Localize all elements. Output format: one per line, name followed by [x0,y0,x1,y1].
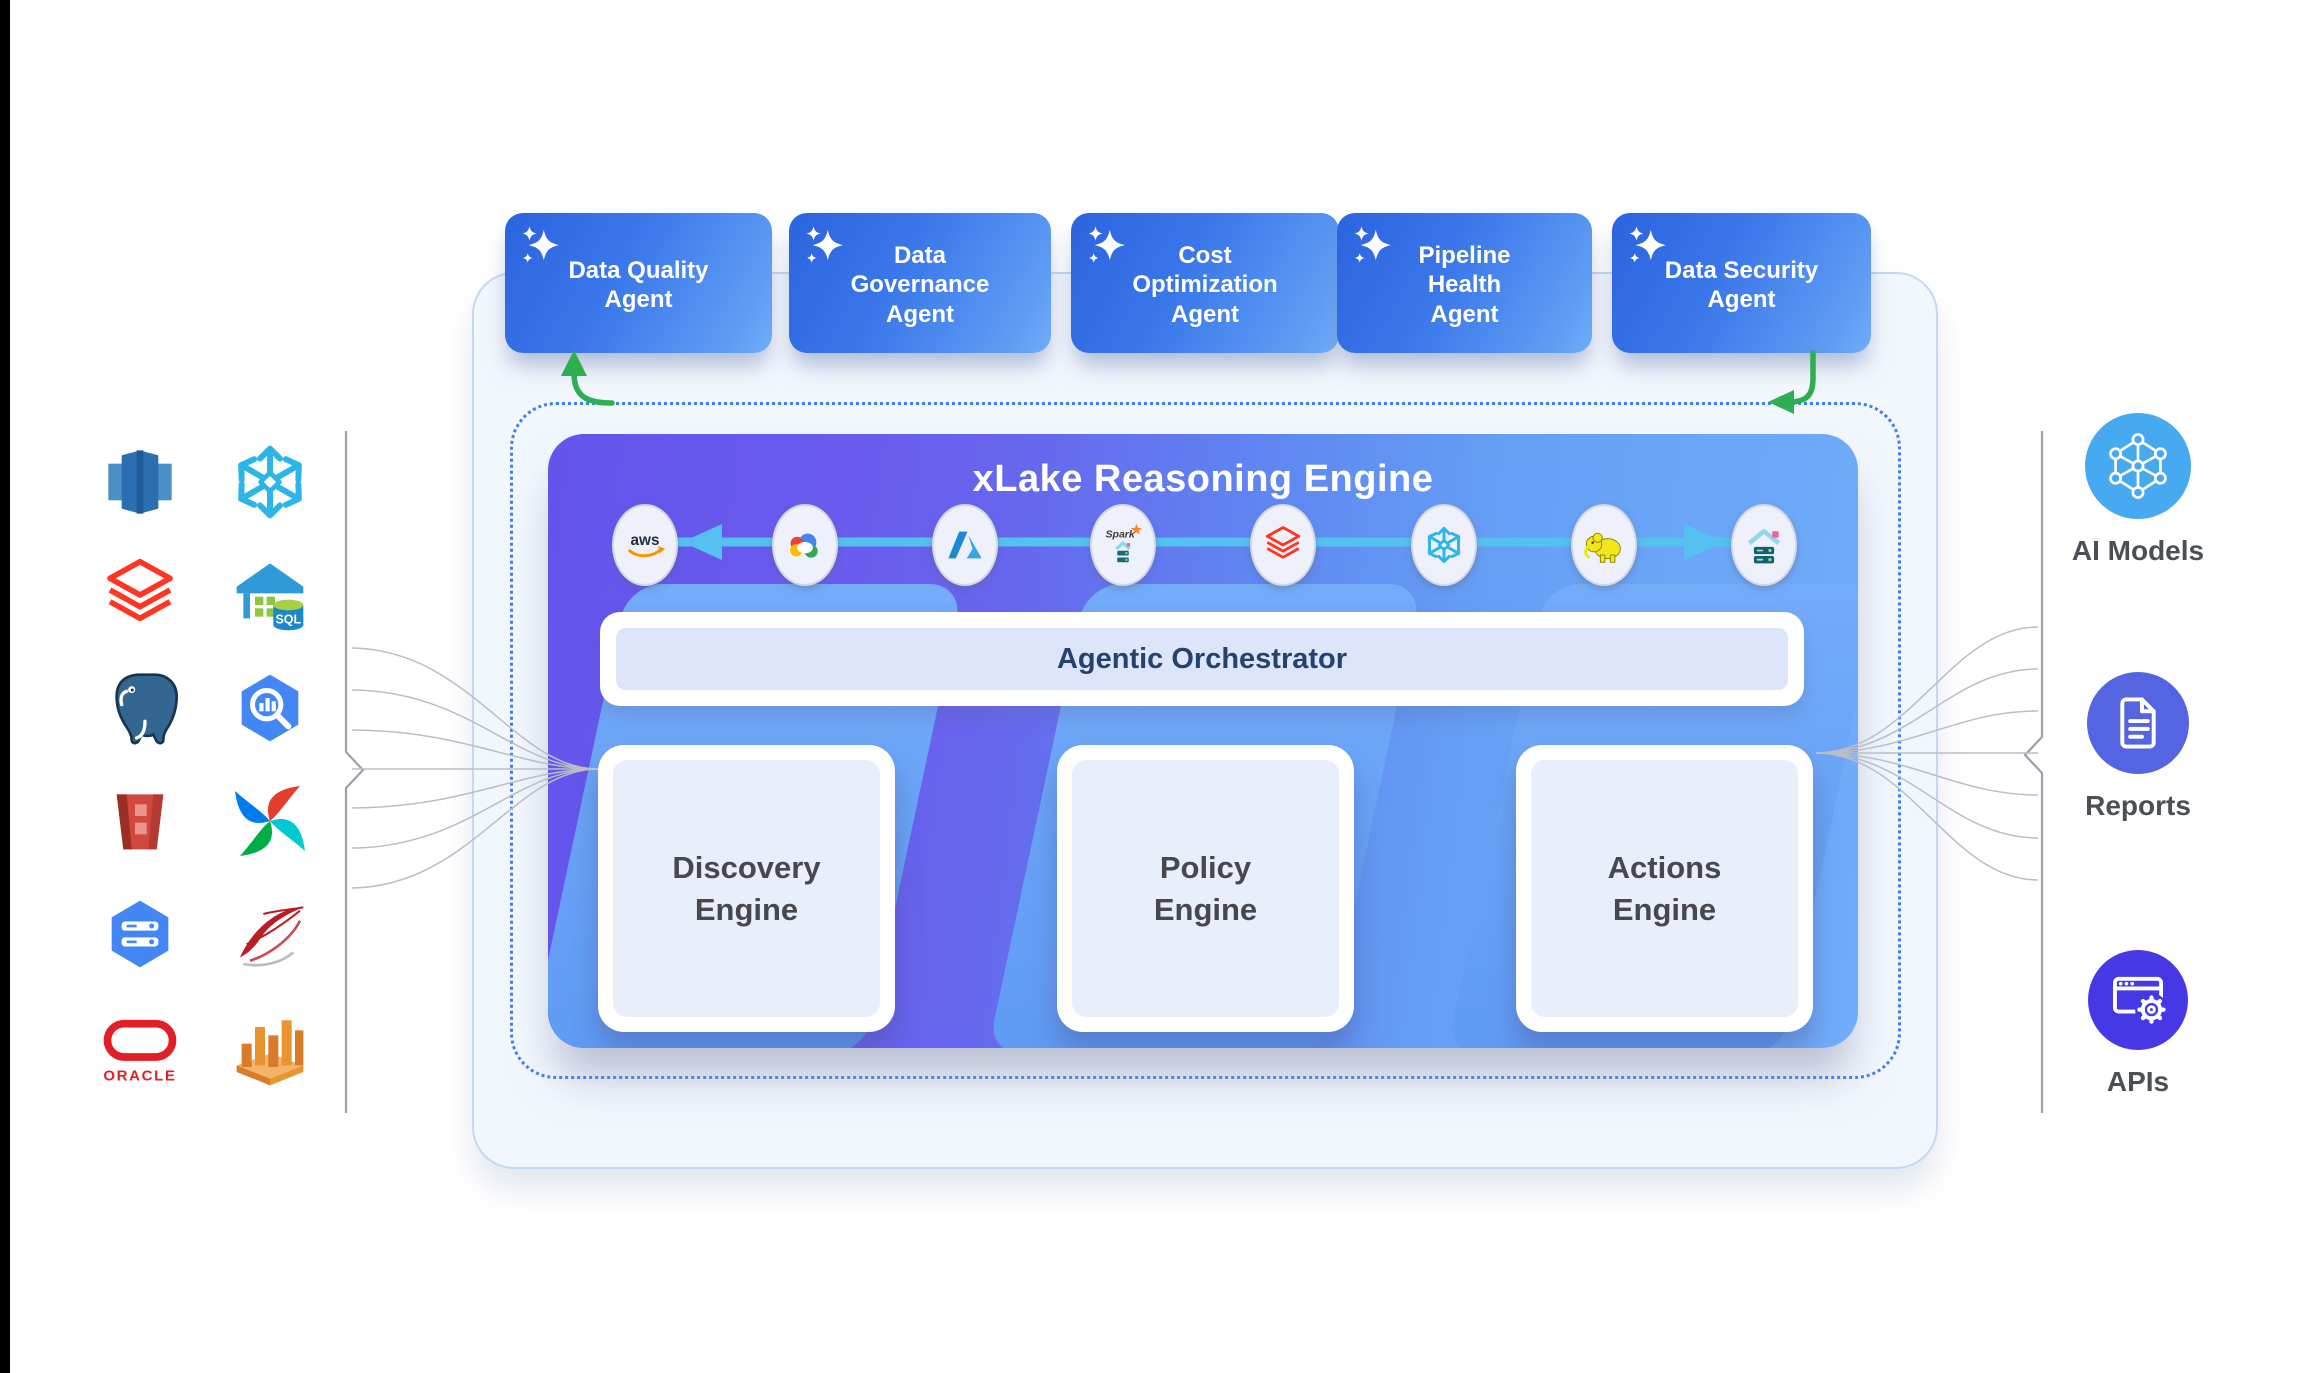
agent-box-data-governance: Data Governance Agent [789,213,1051,353]
agentic-orchestrator: Agentic Orchestrator [600,612,1804,706]
hadoop-icon [1571,504,1637,586]
data-sources-grid: SQL [96,438,314,1091]
svg-text:ORACLE: ORACLE [103,1067,176,1084]
azure-icon [932,504,998,586]
agent-label: Data Governance Agent [850,242,990,328]
engine-label: Actions Engine [1607,849,1722,927]
amazon-emr-icon [226,1003,314,1091]
output-apis: APIs [2053,950,2223,1098]
agent-label: Data Security Agent [1664,256,1819,313]
agent-box-data-quality: Data Quality Agent [505,213,772,353]
lakehouse-icon [1731,504,1797,586]
snowflake-icon [226,438,314,526]
amazon-redshift-icon [96,438,184,526]
agent-box-data-security: Data Security Agent [1612,213,1871,353]
google-bigquery-icon [226,664,314,752]
sparkles-icon [1349,221,1399,276]
sparkles-icon [801,221,851,276]
aws-icon: aws [612,504,678,586]
left-edge-strip [0,0,10,1373]
output-reports: Reports [2053,672,2223,822]
output-label: APIs [2106,1066,2170,1097]
azure-synapse-sql-icon: SQL [226,551,314,639]
actions-engine-box: Actions Engine [1516,745,1813,1032]
amazon-s3-icon [96,777,184,865]
snowflake-icon [1411,504,1477,586]
engine-label: Discovery Engine [672,849,821,927]
agent-label: Data Quality Agent [568,256,709,313]
engine-title: xLake Reasoning Engine [972,458,1434,500]
databricks-icon [1250,504,1316,586]
svg-text:aws: aws [631,532,660,549]
apache-airflow-icon [226,777,314,865]
agent-label: Pipeline Health Agent [1418,242,1511,328]
google-cloud-storage-icon [96,890,184,978]
svg-text:Spark: Spark [1105,528,1135,540]
postgresql-icon [96,664,184,752]
sparkles-icon [517,221,567,276]
policy-engine-box: Policy Engine [1057,745,1354,1032]
left-bracket [344,431,365,1113]
xlake-reasoning-engine: xLake Reasoning Engine aws [548,434,1858,1048]
orchestrator-label: Agentic Orchestrator [1056,642,1348,675]
output-label: Reports [2085,790,2191,821]
sparkles-icon [1624,221,1674,276]
microsoft-sql-server-icon [226,890,314,978]
right-bracket [2023,431,2044,1113]
oracle-icon: ORACLE [96,1003,184,1091]
agent-label: Cost Optimization Agent [1132,242,1278,328]
databricks-icon [96,551,184,639]
sparkles-icon [1083,221,1133,276]
browser-gear-icon [2088,950,2188,1050]
document-icon [2087,672,2189,774]
output-label: AI Models [2071,535,2205,566]
neural-network-icon [2085,413,2191,519]
agent-box-cost-optimization: Cost Optimization Agent [1071,213,1339,353]
engine-label: Policy Engine [1153,849,1258,927]
svg-text:SQL: SQL [275,612,301,626]
google-cloud-icon [772,504,838,586]
output-ai-models: AI Models [2053,413,2223,567]
agent-box-pipeline-health: Pipeline Health Agent [1337,213,1592,353]
discovery-engine-box: Discovery Engine [598,745,895,1032]
spark-lakehouse-icon: Spark [1090,504,1156,586]
